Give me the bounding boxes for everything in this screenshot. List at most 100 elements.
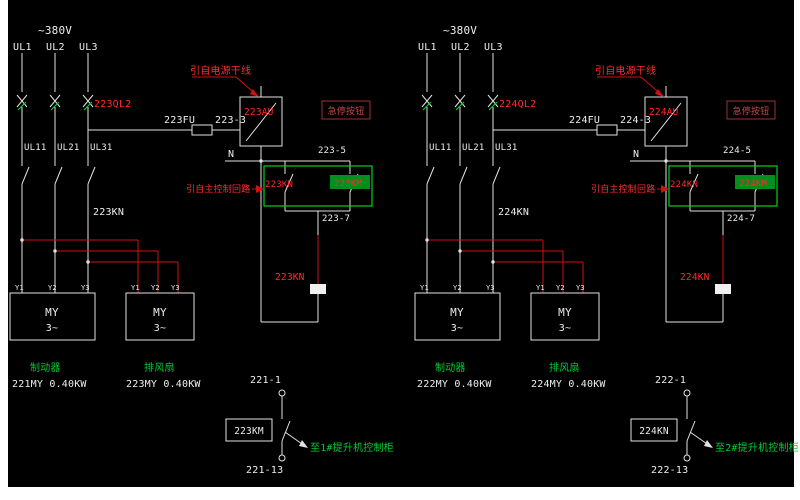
motor2-name: MY <box>153 306 167 319</box>
phase-label-1: UL1 <box>418 42 437 53</box>
wire-label-2: UL21 <box>57 143 79 153</box>
dest-arrow-icon <box>299 440 308 448</box>
motor1-terminal-2: Y2 <box>48 284 57 292</box>
phase-label-3: UL3 <box>79 42 98 53</box>
destination-label: 至2#提升机控制柜 <box>715 441 799 454</box>
wire-number-7: 224-7 <box>727 214 755 224</box>
wire-number-3: 224-3 <box>620 115 651 126</box>
motor2-terminal-3: Y3 <box>576 284 585 292</box>
drawing-background <box>8 0 794 487</box>
contact-group-box <box>263 165 373 207</box>
coil-label: 223KN <box>275 272 305 283</box>
breaker-ticks <box>17 101 93 111</box>
wire-label-2: UL21 <box>462 143 484 153</box>
motor2-spec: 223MY 0.40KW <box>126 379 201 390</box>
ctrl-note-arrow-icon <box>661 185 669 193</box>
wire-label-1: UL11 <box>24 143 46 153</box>
motor2-phase: 3~ <box>559 323 571 334</box>
switch-label: 223AU <box>244 107 274 118</box>
motor1-spec: 222MY 0.40KW <box>417 379 492 390</box>
control-loop-note: 引自主控制回路 <box>591 183 655 195</box>
motor1-terminal-2: Y2 <box>453 284 462 292</box>
motor-box-fan <box>530 292 600 341</box>
wire-number-3: 223-3 <box>215 115 246 126</box>
wire-label-3: UL31 <box>90 143 112 153</box>
motor2-terminal-3: Y3 <box>171 284 180 292</box>
outgoing-contact-box <box>630 418 678 442</box>
motor2-spec: 224MY 0.40KW <box>531 379 606 390</box>
wire-number-5: 224-5 <box>723 146 751 156</box>
switch-box <box>239 96 283 147</box>
terminal-top-label: 221-1 <box>250 375 281 386</box>
wire-number-5: 223-5 <box>318 146 346 156</box>
circuit-left: ~380V UL1 UL2 UL3 223QL2 UL11 UL21 UL31 … <box>9 24 394 476</box>
terminal-bottom-circle <box>278 454 286 462</box>
switch-label: 224AU <box>649 107 679 118</box>
motor-box-brake <box>414 292 501 341</box>
motor1-name: MY <box>450 306 464 319</box>
motor2-phase: 3~ <box>154 323 166 334</box>
motor2-terminal-1: Y1 <box>536 284 545 292</box>
circuit-right: ~380V UL1 UL2 UL3 224QL2 UL11 UL21 UL31 … <box>414 24 799 476</box>
contactor-label: 224KN <box>498 207 529 218</box>
voltage-label: ~380V <box>38 24 72 37</box>
motor2-terminal-2: Y2 <box>151 284 160 292</box>
motor1-name: MY <box>45 306 59 319</box>
neutral-label: N <box>228 149 234 160</box>
terminal-top-circle <box>278 389 286 397</box>
motor2-terminal-1: Y1 <box>131 284 140 292</box>
phase-label-1: UL1 <box>13 42 32 53</box>
motor1-terminal-3: Y3 <box>81 284 90 292</box>
motor2-name: MY <box>558 306 572 319</box>
fuse-label: 224FU <box>569 115 600 126</box>
motor1-phase: 3~ <box>46 323 58 334</box>
fuse-symbol <box>191 124 213 136</box>
outgoing-contact-label: 223KM <box>234 426 264 437</box>
motor2-terminal-2: Y2 <box>556 284 565 292</box>
voltage-label: ~380V <box>443 24 477 37</box>
coil-label: 224KN <box>680 272 710 283</box>
ctrl-note-arrow-icon <box>256 185 264 193</box>
motor-box-fan <box>125 292 195 341</box>
junction-dots <box>20 159 263 264</box>
outgoing-contact-box <box>225 418 273 442</box>
terminal-top-circle <box>683 389 691 397</box>
destination-label: 至1#提升机控制柜 <box>310 441 394 454</box>
power-source-note: 引自电源干线 <box>190 64 251 77</box>
terminal-top-label: 222-1 <box>655 375 686 386</box>
power-source-note: 引自电源干线 <box>595 64 656 77</box>
terminal-bottom-label: 222-13 <box>651 465 688 476</box>
motor1-spec: 221MY 0.40KW <box>12 379 87 390</box>
phase-label-3: UL3 <box>484 42 503 53</box>
motor1-type-label: 制动器 <box>30 361 61 374</box>
contact-a-label: 223KN <box>265 180 293 190</box>
motor-box-brake <box>9 292 96 341</box>
coil-symbol <box>715 284 731 294</box>
contact-highlight <box>735 175 775 189</box>
switch-box <box>644 96 688 147</box>
breaker-ticks <box>422 101 498 111</box>
motor2-type-label: 排风扇 <box>144 361 175 374</box>
wire-label-3: UL31 <box>495 143 517 153</box>
control-loop-note: 引自主控制回路 <box>186 183 250 195</box>
motor2-type-label: 排风扇 <box>549 361 580 374</box>
terminal-bottom-circle <box>683 454 691 462</box>
terminal-bottom-label: 221-13 <box>246 465 283 476</box>
contact-group-box <box>668 165 778 207</box>
button-note: 急停按钮 <box>328 105 365 117</box>
wire-number-7: 223-7 <box>322 214 350 224</box>
motor1-terminal-3: Y3 <box>486 284 495 292</box>
phase-label-2: UL2 <box>46 42 65 53</box>
motor1-terminal-1: Y1 <box>420 284 429 292</box>
breaker-label: 223QL2 <box>94 99 131 110</box>
motor1-terminal-1: Y1 <box>15 284 24 292</box>
outgoing-contact-label: 224KN <box>639 426 669 437</box>
phase-label-2: UL2 <box>451 42 470 53</box>
button-note: 急停按钮 <box>733 105 770 117</box>
breaker-label: 224QL2 <box>499 99 536 110</box>
motor1-type-label: 制动器 <box>435 361 466 374</box>
power-note-arrow-icon <box>655 89 664 97</box>
contact-a-label: 224KN <box>670 180 698 190</box>
contact-b-label: 223KM <box>334 179 362 189</box>
